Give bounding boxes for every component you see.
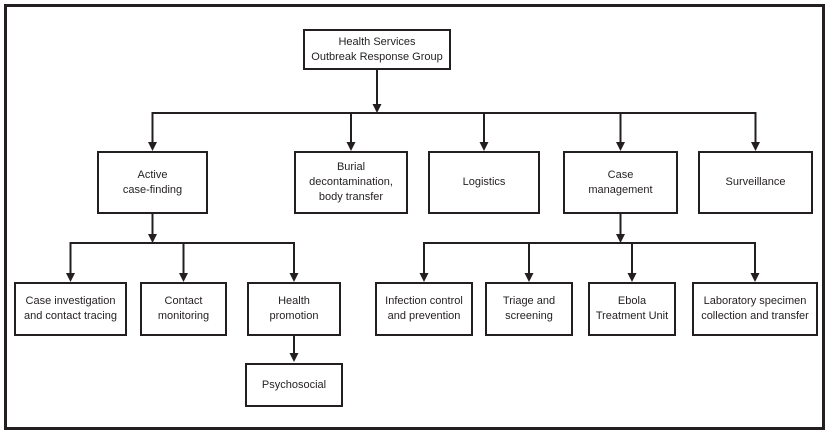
node-surveillance: Surveillance — [698, 151, 813, 214]
node-case-management: Case management — [563, 151, 678, 214]
node-health-promotion: Health promotion — [247, 282, 341, 336]
figure-border-frame — [4, 4, 825, 430]
node-ebola-treatment-unit: Ebola Treatment Unit — [588, 282, 676, 336]
node-contact-monitoring: Contact monitoring — [140, 282, 227, 336]
node-active-case-finding: Active case-finding — [97, 151, 208, 214]
node-health-services-outbreak-response-group: Health Services Outbreak Response Group — [303, 29, 451, 70]
node-case-investigation-contact-tracing: Case investigation and contact tracing — [14, 282, 127, 336]
node-laboratory-specimen-collection-transfer: Laboratory specimen collection and trans… — [692, 282, 818, 336]
connector-root-to-level2 — [148, 69, 760, 151]
node-triage-screening: Triage and screening — [485, 282, 573, 336]
node-logistics: Logistics — [428, 151, 540, 214]
node-burial-decontamination-body-transfer: Burial decontamination, body transfer — [294, 151, 408, 214]
connector-case-management-to-children — [419, 214, 760, 282]
connector-health-promotion-to-psychosocial — [289, 336, 299, 362]
node-infection-control-prevention: Infection control and prevention — [375, 282, 473, 336]
connector-active-case-finding-to-children — [66, 214, 299, 282]
node-psychosocial: Psychosocial — [245, 363, 343, 407]
